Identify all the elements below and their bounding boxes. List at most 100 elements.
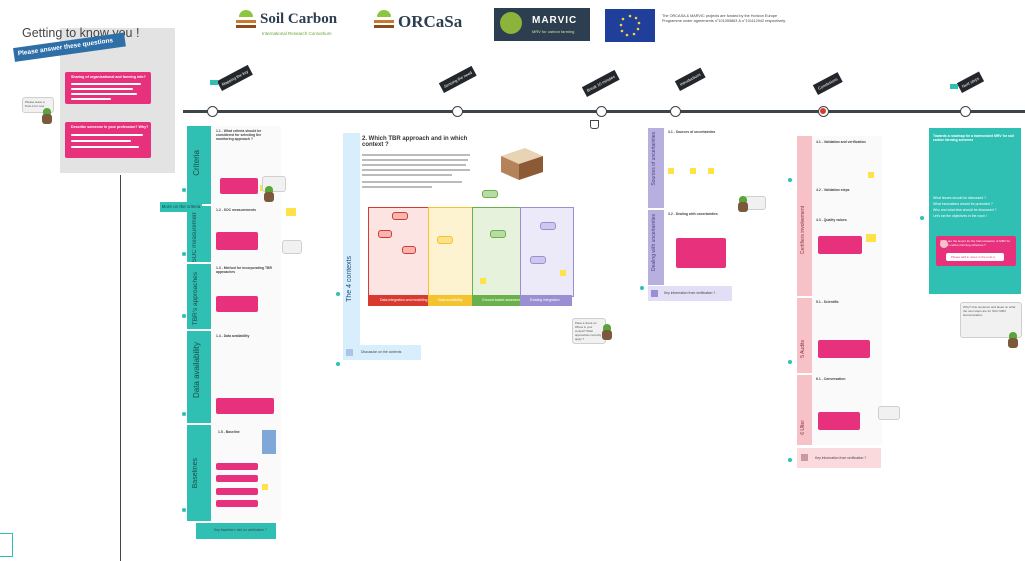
certifiers-t1: 4.1 - Validation and verification bbox=[816, 140, 866, 144]
uncertainty-footer-icon bbox=[651, 290, 658, 297]
certifiers-sticky-1[interactable] bbox=[866, 234, 876, 242]
question-card-2[interactable]: Describe someone in your profession? Why… bbox=[65, 122, 151, 158]
uncertainty-sticky-3[interactable] bbox=[708, 168, 714, 174]
contexts-footer-text: Discussion on the contexts bbox=[361, 350, 402, 354]
contexts-footer[interactable]: Discussion on the contexts bbox=[343, 345, 421, 360]
orcasa-icon bbox=[374, 10, 394, 32]
certifiers-column-1 bbox=[797, 136, 812, 296]
flow-node-2 bbox=[378, 230, 392, 238]
legend-purple-text: Existing integration bbox=[530, 298, 560, 302]
flow-node-1 bbox=[392, 212, 408, 220]
flow-node-5 bbox=[482, 190, 498, 198]
certifiers-t3: 4.3 - Quality values bbox=[816, 218, 847, 222]
certifiers-label-2: 5 Audits bbox=[800, 340, 806, 358]
flowchart-purple bbox=[520, 207, 574, 297]
funding-text: The ORCASA & MARVIC projects are funded … bbox=[662, 14, 786, 23]
marker-dot-8 bbox=[640, 286, 644, 290]
coffee-cup-icon bbox=[590, 120, 599, 129]
baseline-footer-text: Key baseline's hint on verification ? bbox=[214, 528, 267, 532]
uncertainty-label-1: Sources of uncertainties bbox=[651, 132, 657, 186]
certifiers-t4: 5.1 - Scientific bbox=[816, 300, 839, 304]
pink-card-baseline-4[interactable] bbox=[216, 500, 258, 507]
q5-text: 1.5 - Baseline bbox=[218, 430, 240, 434]
marker-dot-3 bbox=[182, 314, 186, 318]
q4-text: 1.4 - Data availability bbox=[216, 334, 250, 338]
timeline-node-2[interactable] bbox=[452, 106, 463, 117]
uncertainty-sticky-1[interactable] bbox=[668, 168, 674, 174]
uncertainty-footer[interactable]: Key information from verification ? bbox=[648, 286, 732, 301]
uncertainty-pink-card[interactable] bbox=[676, 238, 726, 268]
certifiers-t5: 6.1 - Conversation bbox=[816, 377, 846, 381]
timeline-tag-2: Sensing the need bbox=[438, 65, 477, 93]
pink-card-tbr[interactable] bbox=[216, 296, 258, 312]
sticky-note-2[interactable] bbox=[286, 208, 296, 216]
marvic-sub: MRV for carbon farming bbox=[532, 29, 575, 34]
sticky-note-3[interactable] bbox=[262, 484, 268, 490]
question-card-1[interactable]: Sharing of organisational and farming in… bbox=[65, 72, 151, 104]
soc-column bbox=[187, 206, 211, 262]
marker-dot-1 bbox=[182, 188, 186, 192]
soil-cube-image bbox=[495, 142, 547, 184]
tbr-column bbox=[187, 264, 211, 329]
marker-dot-6 bbox=[336, 292, 340, 296]
uncertainty-column-1 bbox=[648, 128, 664, 208]
roadmap-q4: Let's set the objectives in the room ! bbox=[933, 214, 987, 218]
contexts-label: The 4 contexts bbox=[346, 256, 353, 302]
baseline-footer[interactable]: Key baseline's hint on verification ? bbox=[196, 523, 276, 539]
roadmap-card-button-text: Please add in notes in the post-it bbox=[951, 255, 995, 259]
uncertainty-label-2: Dealing with uncertainties bbox=[651, 214, 657, 271]
certifiers-content bbox=[812, 136, 882, 445]
center-sticky-1[interactable] bbox=[480, 278, 486, 284]
certifiers-pink-card-1[interactable] bbox=[818, 236, 862, 254]
pink-card-baseline-3[interactable] bbox=[216, 488, 258, 495]
q1-text: 1.1 - What criteria should be considered… bbox=[216, 129, 262, 142]
right-speech bbox=[878, 406, 900, 420]
welcome-frame-corner bbox=[0, 533, 13, 557]
data-column bbox=[187, 331, 211, 423]
soil-carbon-name: Soil Carbon bbox=[260, 11, 338, 27]
certifiers-pink-card-3[interactable] bbox=[818, 412, 860, 430]
soc-label: SOC measurements bbox=[192, 208, 198, 263]
certifiers-footer[interactable]: Key information from verification ? bbox=[797, 448, 881, 468]
pink-card-criteria[interactable] bbox=[220, 178, 258, 194]
pink-card-soc[interactable] bbox=[216, 232, 258, 250]
timeline-tag-1: Mapping the key bbox=[216, 64, 254, 91]
certifiers-label-1: Certifiers involvement bbox=[800, 206, 806, 255]
timeline-node-4[interactable] bbox=[670, 106, 681, 117]
legend-red: Data integration and modelling bbox=[368, 295, 428, 306]
center-mascot bbox=[600, 324, 614, 342]
soil-carbon-logo: Soil Carbon International Research Conso… bbox=[236, 8, 366, 40]
flow-node-6 bbox=[490, 230, 506, 238]
baseline-label: Baselines bbox=[192, 458, 199, 489]
contexts-body-text bbox=[362, 154, 472, 188]
flow-node-3 bbox=[402, 246, 416, 254]
roadmap-card[interactable]: What are the levers for the harmonisatio… bbox=[936, 236, 1016, 266]
timeline-node-3[interactable] bbox=[596, 106, 607, 117]
pink-card-baseline-1[interactable] bbox=[216, 463, 258, 470]
timeline-tag-4: Introductions bbox=[674, 67, 706, 91]
marker-dot-4 bbox=[182, 412, 186, 416]
contexts-heading: 2. Which TBR approach and in which conte… bbox=[362, 136, 468, 148]
timeline-node-1[interactable] bbox=[207, 106, 218, 117]
center-sticky-2[interactable] bbox=[560, 270, 566, 276]
certifiers-sticky-2[interactable] bbox=[868, 172, 874, 178]
data-label: Data availability bbox=[192, 342, 201, 399]
pink-card-data[interactable] bbox=[216, 398, 274, 414]
certifiers-footer-text: Key information from verification ? bbox=[815, 456, 867, 460]
certifiers-pink-card-2[interactable] bbox=[818, 340, 870, 358]
roadmap-avatar bbox=[940, 240, 948, 248]
marker-dot-12 bbox=[920, 216, 924, 220]
map-thumbnail bbox=[262, 430, 276, 454]
legend-purple: Existing integration bbox=[520, 295, 572, 306]
roadmap-card-button[interactable]: Please add in notes in the post-it bbox=[946, 253, 1004, 261]
pink-card-baseline-2[interactable] bbox=[216, 475, 258, 482]
certifiers-t2: 4.2 - Validation steps bbox=[816, 188, 850, 192]
timeline-node-6[interactable] bbox=[960, 106, 971, 117]
timeline-tag-6: Next steps bbox=[956, 71, 984, 93]
uncertainty-t1: 3.1 - Sources of uncertainties bbox=[668, 130, 716, 134]
criteria-note[interactable]: More on the criteria bbox=[160, 202, 202, 212]
marker-dot-7 bbox=[336, 362, 340, 366]
marvic-icon bbox=[500, 12, 522, 34]
legend-green: Ground-based assessment bbox=[472, 295, 524, 306]
uncertainty-sticky-2[interactable] bbox=[690, 168, 696, 174]
